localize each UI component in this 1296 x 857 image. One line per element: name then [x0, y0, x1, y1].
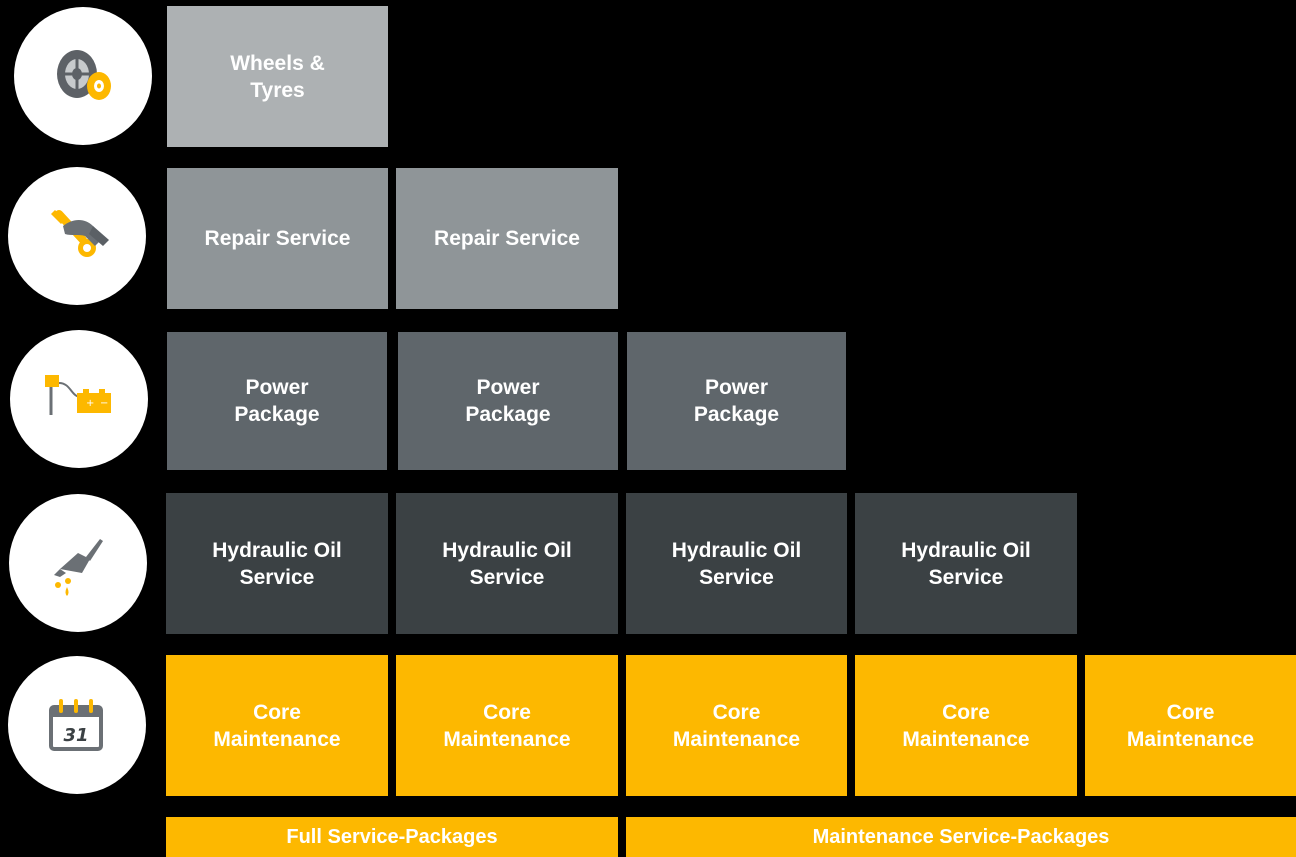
core-maintenance-box: Core Maintenance: [166, 655, 388, 796]
wrench-hand-icon-circle: [8, 167, 146, 305]
calendar-icon-circle: 31: [8, 656, 146, 794]
repair-service-box: Repair Service: [167, 168, 388, 309]
battery-charger-icon-circle: + −: [10, 330, 148, 468]
hydraulic-oil-service-box: Hydraulic Oil Service: [855, 493, 1077, 634]
oil-can-icon-circle: [9, 494, 147, 632]
calendar-day-label: 31: [63, 725, 88, 746]
hydraulic-oil-service-box: Hydraulic Oil Service: [396, 493, 618, 634]
full-service-packages-label: Full Service-Packages: [166, 817, 618, 857]
core-maintenance-box: Core Maintenance: [626, 655, 847, 796]
calendar-icon: 31: [49, 699, 103, 751]
core-maintenance-box: Core Maintenance: [855, 655, 1077, 796]
core-maintenance-box: Core Maintenance: [1085, 655, 1296, 796]
power-package-box: Power Package: [167, 332, 387, 470]
maintenance-service-packages-label: Maintenance Service-Packages: [626, 817, 1296, 857]
oil-can-icon: [54, 539, 103, 596]
hydraulic-oil-service-box: Hydraulic Oil Service: [626, 493, 847, 634]
wheel-tyre-icon-circle: [14, 7, 152, 145]
svg-text:−: −: [100, 398, 108, 409]
core-maintenance-box: Core Maintenance: [396, 655, 618, 796]
power-package-box: Power Package: [627, 332, 846, 470]
power-package-box: Power Package: [398, 332, 618, 470]
hydraulic-oil-service-box: Hydraulic Oil Service: [166, 493, 388, 634]
svg-text:+: +: [86, 398, 94, 409]
wheel-tyre-icon: [57, 50, 111, 100]
wheels-tyres-box: Wheels & Tyres: [167, 6, 388, 147]
battery-charger-icon: + −: [45, 375, 111, 415]
wrench-hand-icon: [51, 210, 109, 257]
repair-service-box: Repair Service: [396, 168, 618, 309]
